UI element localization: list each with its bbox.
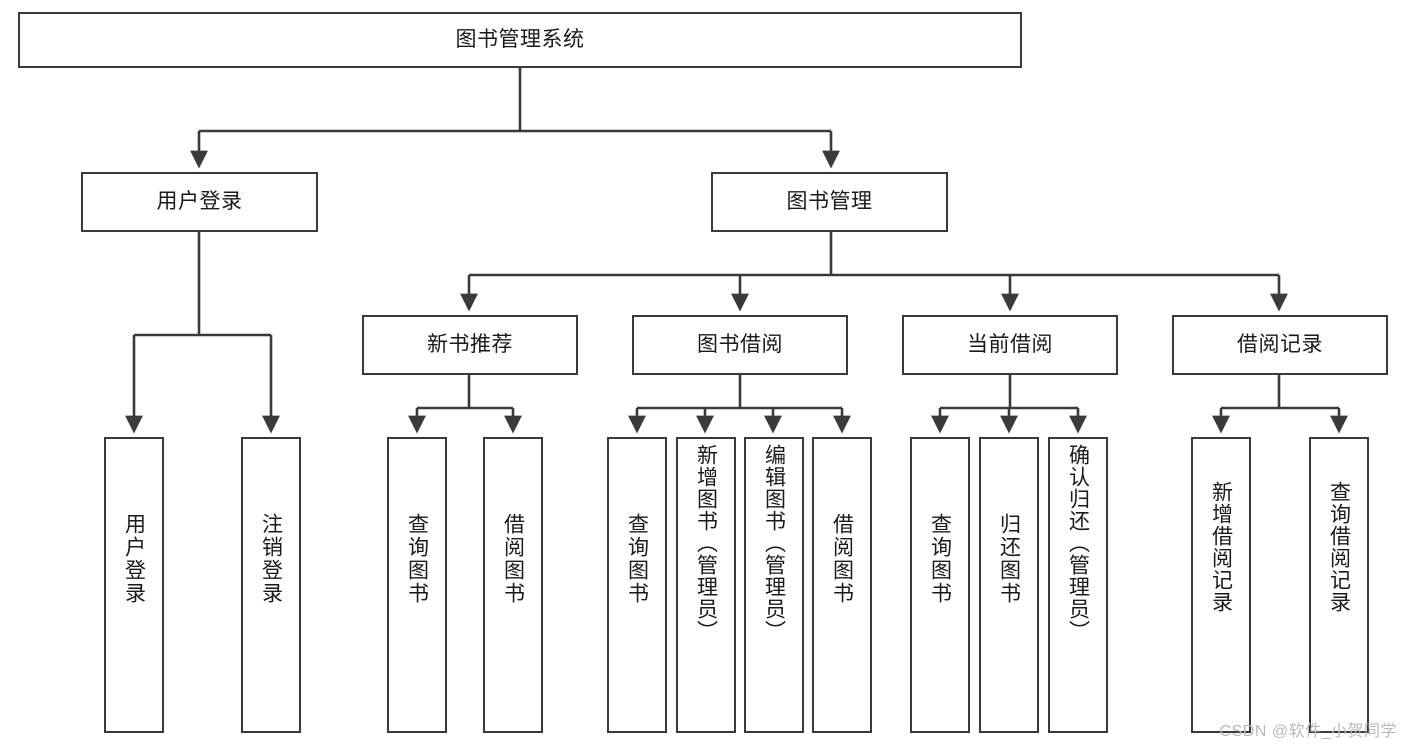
- node-new-book-recommend[interactable]: 新书推荐: [362, 315, 578, 375]
- node-leaf-add-book[interactable]: 新增图书（管理员）: [676, 437, 736, 733]
- node-current-borrow[interactable]: 当前借阅: [902, 315, 1118, 375]
- node-root-book-management-system[interactable]: 图书管理系统: [18, 12, 1022, 68]
- node-label: 新增借阅记录: [1209, 481, 1233, 613]
- node-leaf-query-record[interactable]: 查询借阅记录: [1309, 437, 1369, 733]
- node-label: 确认归还（管理员）: [1066, 444, 1090, 642]
- node-label: 新书推荐: [427, 333, 513, 357]
- node-label: 查询图书: [625, 513, 649, 605]
- node-label: 新增图书（管理员）: [694, 444, 718, 642]
- node-label: 借阅图书: [830, 513, 854, 605]
- node-borrow-record[interactable]: 借阅记录: [1172, 315, 1388, 375]
- node-leaf-logout-login[interactable]: 注销登录: [241, 437, 301, 733]
- node-label: 借阅记录: [1237, 333, 1323, 357]
- node-label: 图书借阅: [697, 333, 783, 357]
- node-leaf-confirm-return[interactable]: 确认归还（管理员）: [1048, 437, 1108, 733]
- node-label: 编辑图书（管理员）: [762, 444, 786, 642]
- node-label: 用户登录: [156, 190, 243, 214]
- watermark-text: CSDN @软件_小贺同学: [1219, 723, 1397, 740]
- node-label: 查询图书: [928, 513, 952, 605]
- node-book-management[interactable]: 图书管理: [711, 172, 948, 232]
- node-label: 归还图书: [997, 513, 1021, 605]
- node-label: 图书管理系统: [455, 28, 585, 52]
- node-label: 图书管理: [786, 190, 873, 214]
- node-label: 当前借阅: [967, 333, 1053, 357]
- node-label: 查询图书: [405, 513, 429, 605]
- node-leaf-query-book-1[interactable]: 查询图书: [387, 437, 447, 733]
- node-user-login[interactable]: 用户登录: [81, 172, 318, 232]
- node-leaf-borrow-book-1[interactable]: 借阅图书: [483, 437, 543, 733]
- node-label: 查询借阅记录: [1327, 481, 1351, 613]
- node-leaf-user-login[interactable]: 用户登录: [104, 437, 164, 733]
- node-book-borrow[interactable]: 图书借阅: [632, 315, 848, 375]
- node-label: 用户登录: [122, 513, 146, 605]
- node-label: 注销登录: [259, 513, 283, 605]
- node-label: 借阅图书: [501, 513, 525, 605]
- node-leaf-edit-book[interactable]: 编辑图书（管理员）: [744, 437, 804, 733]
- node-leaf-add-record[interactable]: 新增借阅记录: [1191, 437, 1251, 733]
- node-leaf-return-book[interactable]: 归还图书: [979, 437, 1039, 733]
- node-leaf-query-book-3[interactable]: 查询图书: [910, 437, 970, 733]
- node-leaf-borrow-book-2[interactable]: 借阅图书: [812, 437, 872, 733]
- node-leaf-query-book-2[interactable]: 查询图书: [607, 437, 667, 733]
